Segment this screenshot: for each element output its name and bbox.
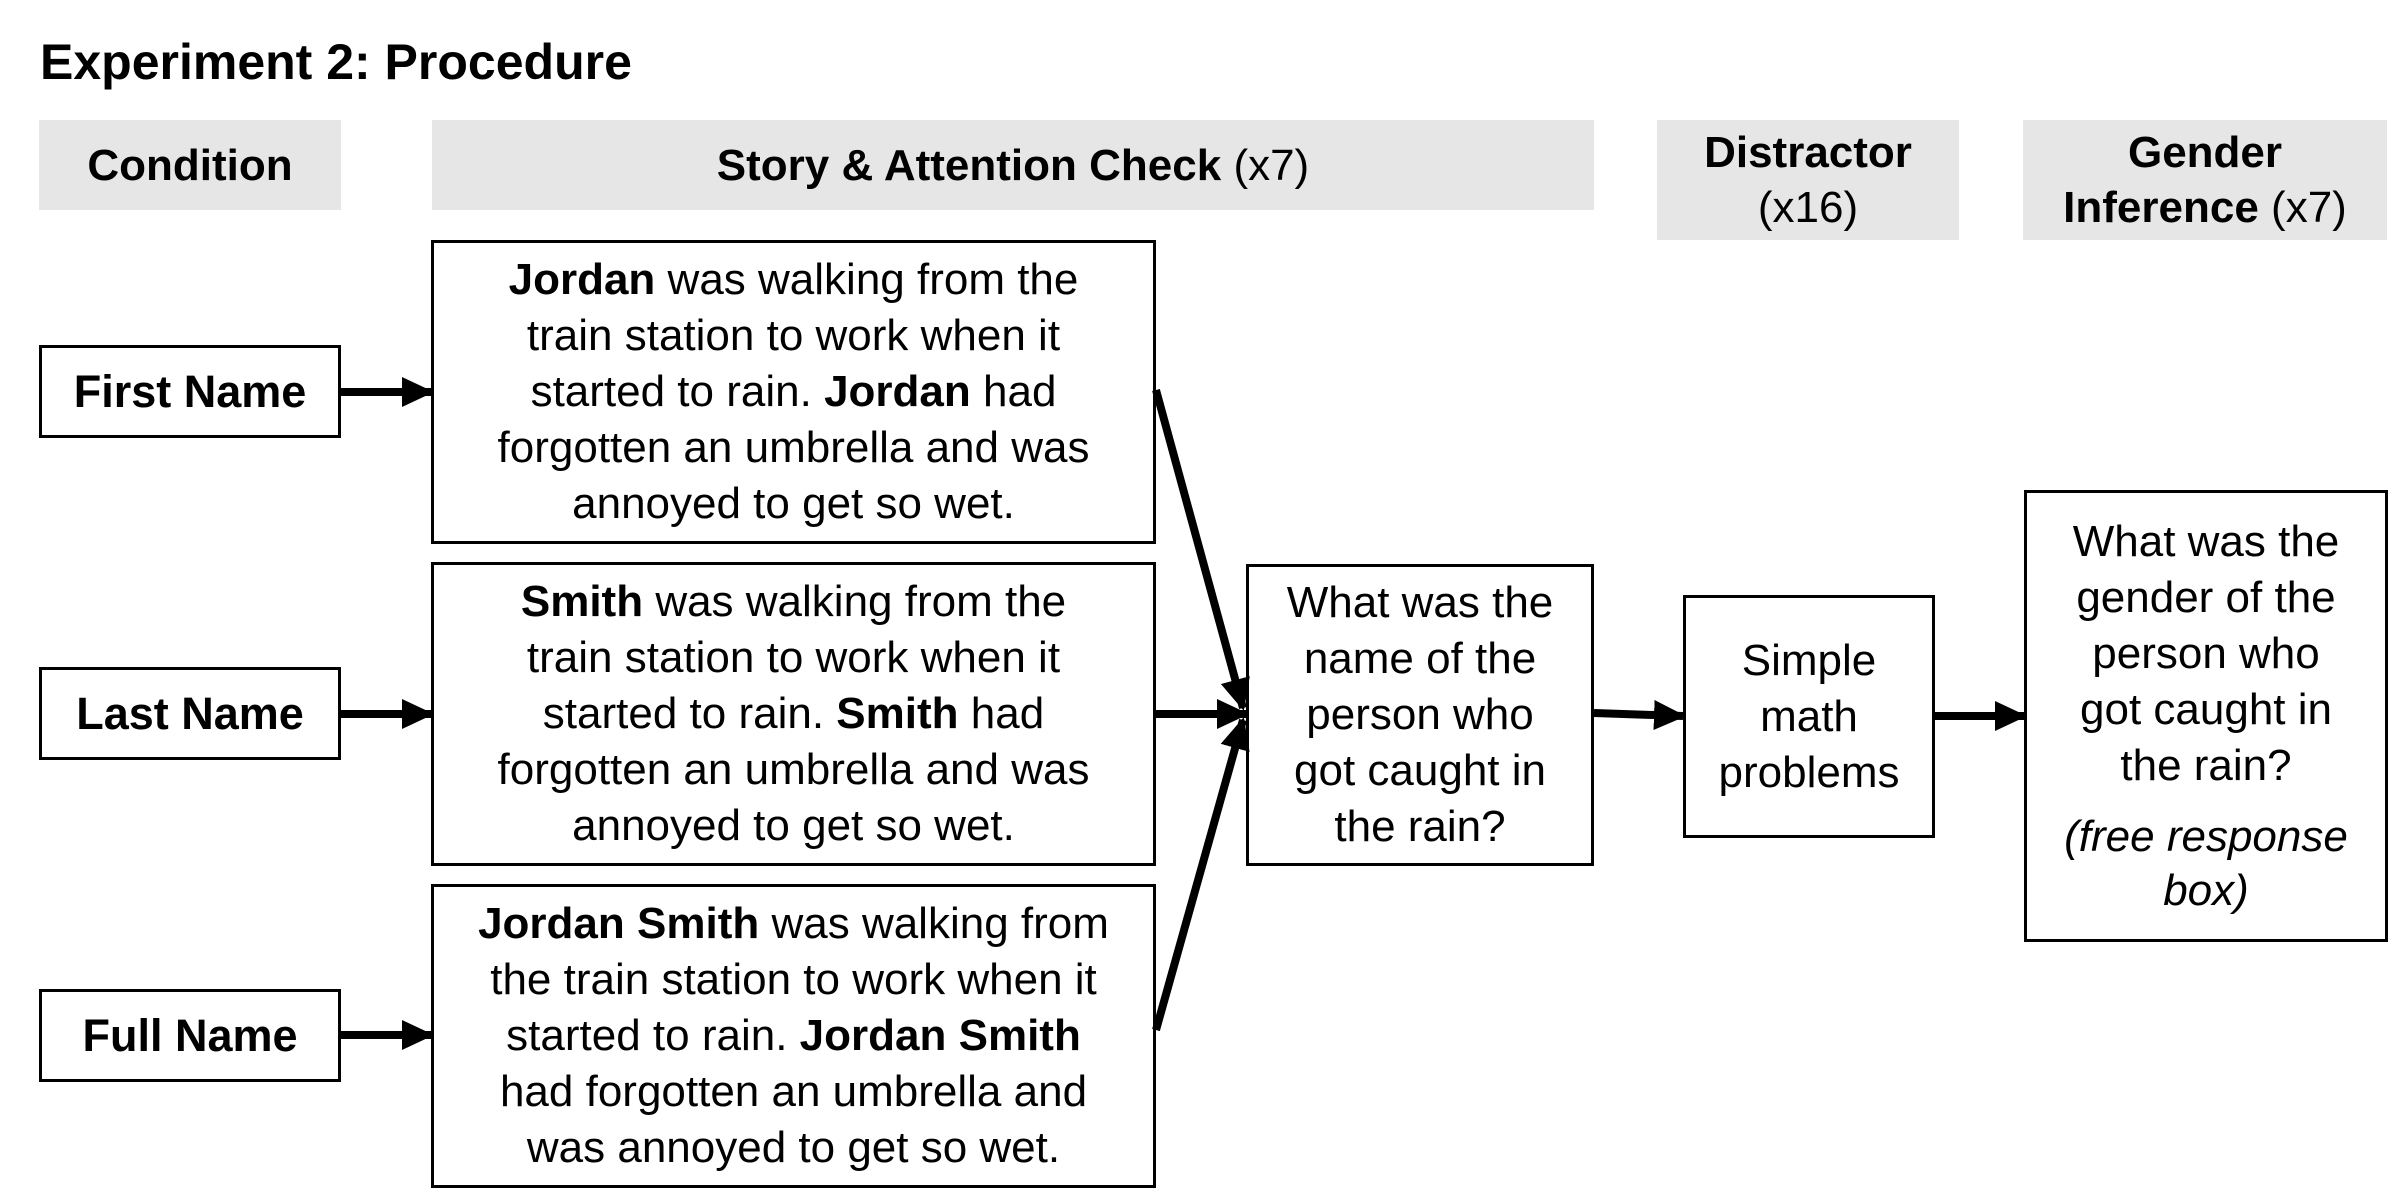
condition-last-name-label: Last Name xyxy=(76,687,304,739)
header-distractor-label: Distractor xyxy=(1704,128,1912,177)
header-gender-label: Gender xyxy=(2127,128,2283,177)
attention-check-box: What was the name of the person who got … xyxy=(1246,564,1594,866)
header-gender-label2: Inference xyxy=(2063,183,2259,232)
condition-full-name: Full Name xyxy=(39,989,341,1082)
arrow-story-first-to-check xyxy=(1152,388,1250,711)
story-last-name: Smith was walking from the train station… xyxy=(431,562,1156,866)
story-last-name-name: Smith xyxy=(520,577,644,626)
header-gender-count: (x7) xyxy=(2271,183,2347,232)
story-full-name-name: Jordan Smith xyxy=(478,899,760,948)
arrow-check-to-distractor xyxy=(1593,700,1686,731)
header-condition: Condition xyxy=(39,120,341,210)
header-condition-label: Condition xyxy=(87,140,293,190)
condition-first-name-label: First Name xyxy=(73,365,307,417)
distractor-box: Simple math problems xyxy=(1683,595,1935,838)
condition-full-name-label: Full Name xyxy=(82,1009,298,1061)
header-distractor: Distractor (x16) xyxy=(1657,120,1959,240)
diagram-title: Experiment 2: Procedure xyxy=(40,34,632,90)
header-gender-inference: Gender Inference (x7) xyxy=(2023,120,2387,240)
condition-first-name: First Name xyxy=(39,345,341,438)
arrow-story-full-to-check xyxy=(1152,717,1250,1032)
free-response-note: (free response xyxy=(2064,812,2348,861)
gender-inference-box: What was the gender of the person who go… xyxy=(2024,490,2388,942)
header-story-count: (x7) xyxy=(1233,140,1310,190)
condition-last-name: Last Name xyxy=(39,667,341,760)
story-full-name: Jordan Smith was walking from the train … xyxy=(431,884,1156,1188)
story-first-name: Jordan was walking from the train statio… xyxy=(431,240,1156,544)
header-story-label: Story & Attention Check xyxy=(716,140,1222,190)
story-first-name-name: Jordan xyxy=(508,255,656,304)
header-story-attention: Story & Attention Check (x7) xyxy=(432,120,1594,210)
header-distractor-count: (x16) xyxy=(1757,183,1859,232)
